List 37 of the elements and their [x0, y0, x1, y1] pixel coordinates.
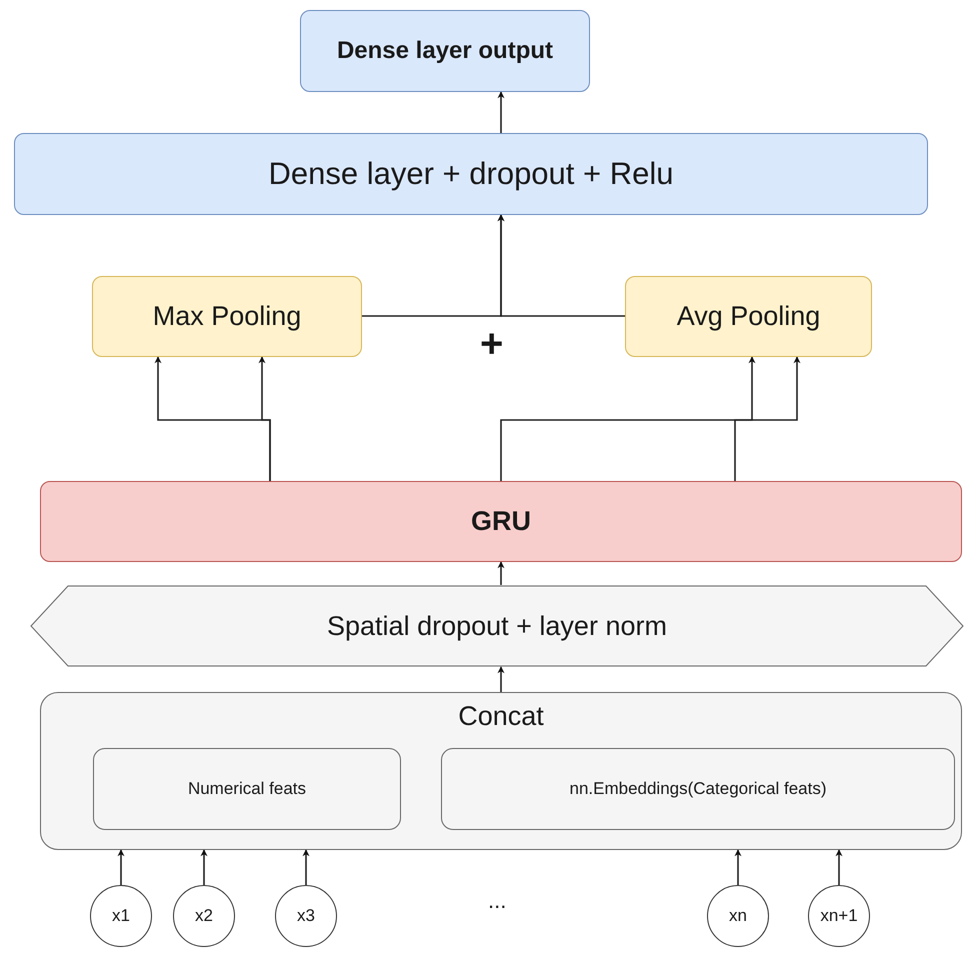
node-label: Max Pooling: [152, 301, 302, 332]
node-label: x1: [112, 906, 130, 926]
arrow: [498, 91, 504, 133]
hexagon-shape: [30, 585, 964, 667]
node-label: nn.Embeddings(Categorical feats): [569, 779, 827, 799]
arrow: [836, 849, 842, 885]
arrow: [498, 561, 504, 585]
feature-box: [93, 748, 401, 830]
layer-box: [14, 133, 928, 215]
node-label: Dense layer output: [336, 37, 554, 65]
arrow: [302, 849, 310, 885]
arrow: [734, 849, 742, 885]
node-label: Dense layer + dropout + Relu: [268, 156, 674, 192]
arrow: [258, 356, 271, 481]
group-box: [40, 692, 962, 850]
node-label: x3: [297, 906, 315, 926]
node-label: Spatial dropout + layer norm: [327, 610, 667, 642]
node-label: Concat: [458, 701, 544, 732]
ellipsis: ...: [488, 888, 506, 914]
node-label: x2: [195, 906, 213, 926]
arrow: [118, 849, 124, 885]
arrow: [498, 214, 625, 317]
node-label: xn: [729, 906, 747, 926]
operator-sign: +: [480, 322, 504, 367]
layer-box: [40, 481, 962, 562]
arrow: [734, 356, 756, 481]
node-label: xn+1: [820, 906, 858, 926]
node-label: GRU: [471, 506, 531, 537]
pooling-box: [625, 276, 872, 357]
arrow: [200, 849, 208, 885]
arrow: [498, 666, 504, 692]
node-label: Avg Pooling: [676, 301, 820, 332]
feature-box: [441, 748, 955, 830]
arrow: [500, 356, 800, 481]
pooling-box: [92, 276, 362, 357]
node-label: Numerical feats: [188, 779, 306, 799]
layer-box: [300, 10, 590, 92]
